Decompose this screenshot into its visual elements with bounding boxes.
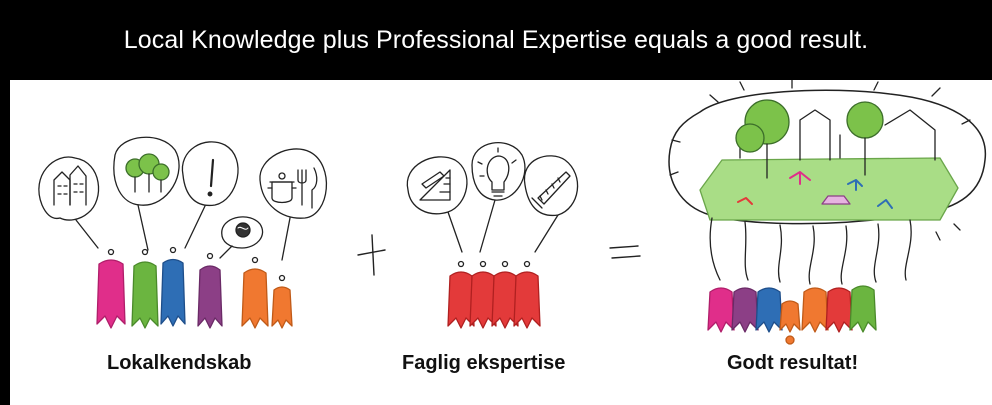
people-group-experts — [447, 260, 541, 329]
people-group-result — [707, 285, 877, 345]
lightbulb-icon — [477, 147, 517, 197]
people-group-local — [96, 246, 293, 329]
cooking-pot-icon — [267, 172, 297, 204]
bubble-saw — [523, 155, 579, 253]
caption-local-knowledge: Lokalkendskab — [107, 352, 252, 374]
result-cloud — [668, 80, 987, 285]
park-scene-icon — [699, 99, 959, 221]
houses-icon — [53, 165, 87, 206]
bubble-lightbulb — [471, 142, 526, 253]
bubble-exclamation — [181, 141, 239, 249]
equals-sign — [609, 245, 641, 259]
bubble-ruler — [406, 156, 468, 253]
title-bar: Local Knowledge plus Professional Expert… — [0, 0, 992, 80]
plus-sign — [357, 234, 386, 276]
exclamation-icon — [207, 158, 215, 197]
caption-professional-expertise: Faglig ekspertise — [402, 352, 566, 374]
illustration-svg — [38, 80, 987, 345]
bubble-globe — [219, 216, 264, 259]
ruler-pencil-icon — [419, 169, 451, 201]
illustration-panel: Lokalkendskab Faglig ekspertise Godt res… — [10, 80, 992, 405]
sun-rays — [669, 80, 971, 241]
bubble-cooking — [259, 148, 328, 261]
bubble-trees — [113, 136, 180, 251]
globe-icon — [235, 222, 251, 238]
bubble-houses — [38, 156, 100, 249]
fork-knife-icon — [297, 167, 318, 209]
saw-icon — [531, 171, 571, 209]
caption-good-result: Godt resultat! — [727, 352, 859, 374]
cloud-ropes — [709, 217, 912, 285]
trees-icon — [125, 153, 170, 193]
page-title: Local Knowledge plus Professional Expert… — [123, 25, 869, 54]
